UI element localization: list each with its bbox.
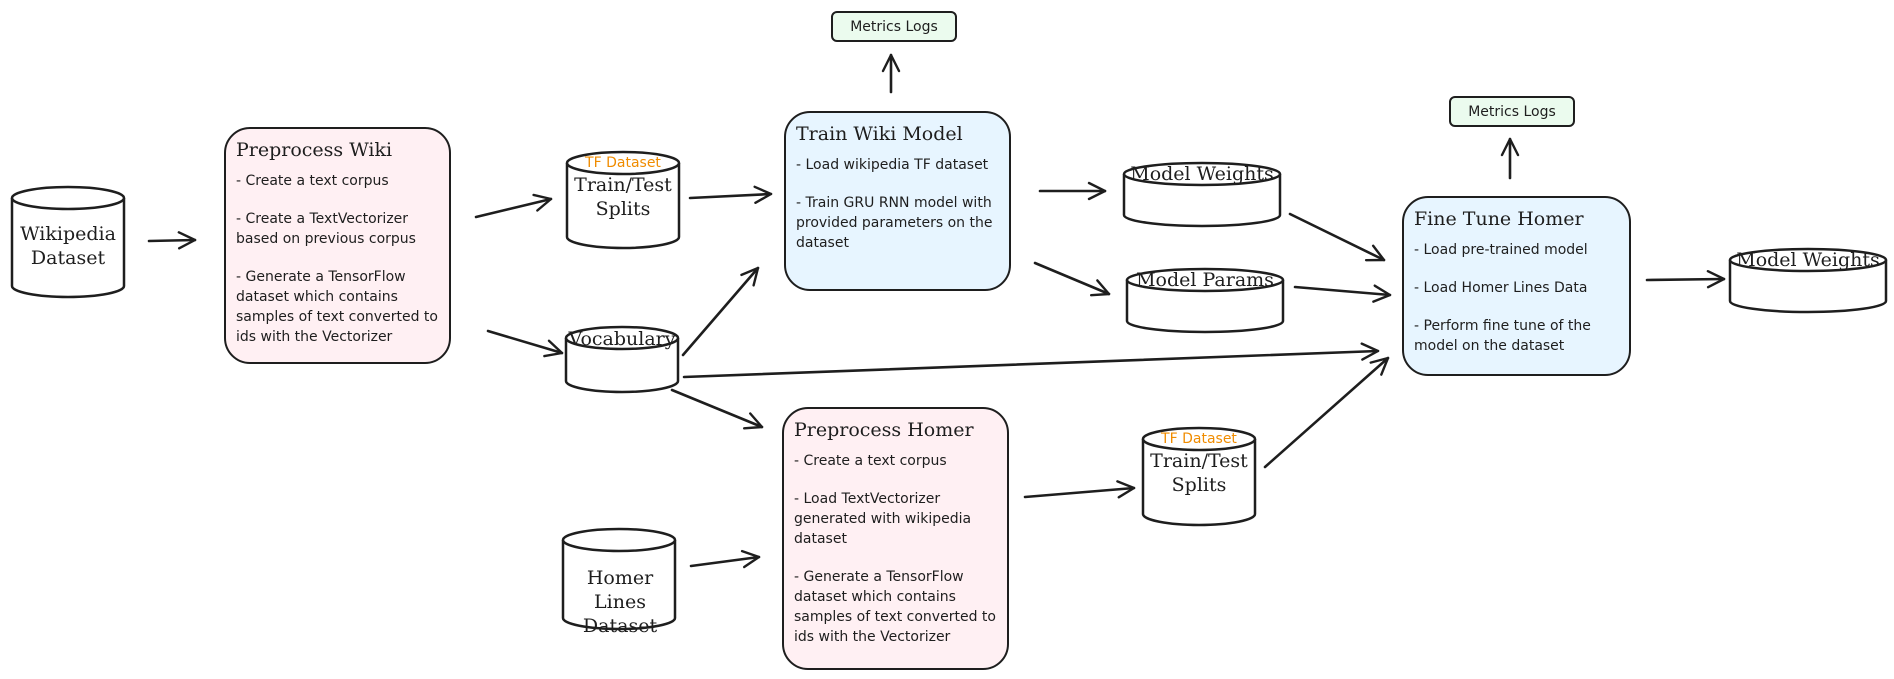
fine-tune-homer-step: - Load Homer Lines Data — [1414, 280, 1588, 296]
preprocess-homer-title: Preprocess Homer — [794, 419, 974, 441]
fine-tune-homer-step: - Perform fine tune of the model on the … — [1414, 318, 1591, 354]
model-weights-output-cylinder — [1728, 247, 1888, 314]
fine-tune-homer-box: Fine Tune Homer - Load pre-trained model… — [1402, 196, 1631, 376]
preprocess-wiki-box: Preprocess Wiki - Create a text corpus -… — [224, 127, 451, 364]
homer-splits-text: Train/Test Splits — [1150, 450, 1248, 496]
vocabulary-label: Vocabulary — [568, 328, 676, 350]
arrow-preprocess-to-wiki-splits — [474, 193, 553, 219]
homer-splits-label: TF Dataset Train/Test Splits — [1136, 429, 1262, 497]
arrow-homer-splits-to-fine-tune — [1263, 356, 1390, 469]
preprocess-homer-step: - Load TextVectorizer generated with wik… — [794, 491, 972, 547]
homer-lines-dataset-label: Homer Lines Dataset — [582, 567, 658, 637]
arrow-vocabulary-to-fine-tune — [682, 342, 1380, 379]
wiki-splits-tag: TF Dataset — [585, 155, 661, 171]
fine-tune-homer-title: Fine Tune Homer — [1414, 208, 1584, 230]
homer-splits-tag: TF Dataset — [1161, 431, 1237, 447]
arrow-vocabulary-to-preprocess-homer — [670, 388, 764, 430]
preprocess-wiki-title: Preprocess Wiki — [236, 139, 393, 161]
preprocess-wiki-step: - Create a text corpus — [236, 173, 389, 189]
model-params-label: Model Params — [1136, 269, 1274, 291]
preprocess-wiki-step: - Create a TextVectorizer based on previ… — [236, 211, 416, 247]
model-weights-cylinder — [1122, 161, 1282, 228]
arrow-homer-lines-to-preprocess-homer — [689, 549, 761, 569]
homer-lines-dataset-cylinder — [561, 527, 677, 631]
arrow-vocabulary-to-train — [681, 266, 760, 357]
arrow-preprocess-to-vocabulary — [486, 329, 564, 358]
vocabulary-cylinder — [564, 325, 680, 394]
preprocess-homer-step: - Create a text corpus — [794, 453, 947, 469]
metrics-logs-train: Metrics Logs — [831, 11, 957, 42]
model-weights-label: Model Weights — [1130, 163, 1274, 185]
wiki-splits-label: TF Dataset Train/Test Splits — [560, 153, 686, 221]
train-wiki-model-box: Train Wiki Model - Load wikipedia TF dat… — [784, 111, 1011, 291]
arrow-wikipedia-to-preprocess — [147, 231, 197, 250]
homer-splits-cylinder — [1141, 426, 1257, 527]
train-wiki-model-step: - Load wikipedia TF dataset — [796, 157, 989, 173]
arrow-model-params-to-fine-tune — [1293, 284, 1392, 303]
arrow-fine-tune-to-model-weights — [1645, 270, 1726, 289]
fine-tune-homer-step: - Load pre-trained model — [1414, 242, 1588, 258]
wiki-splits-cylinder — [565, 150, 681, 250]
arrow-preprocess-homer-to-splits — [1023, 480, 1136, 499]
metrics-logs-fine-tune: Metrics Logs — [1449, 96, 1575, 127]
arrow-wiki-splits-to-train — [688, 185, 773, 204]
arrow-model-weights-to-fine-tune — [1288, 212, 1386, 262]
wikipedia-dataset-label: Wikipedia Dataset — [20, 223, 116, 269]
train-wiki-model-title: Train Wiki Model — [796, 123, 963, 145]
preprocess-homer-step: - Generate a TensorFlow dataset which co… — [794, 569, 996, 645]
arrow-train-to-model-params — [1033, 261, 1111, 297]
wikipedia-dataset-cylinder — [10, 185, 126, 299]
preprocess-homer-box: Preprocess Homer - Create a text corpus … — [782, 407, 1009, 670]
train-wiki-model-step: - Train GRU RNN model with provided para… — [796, 195, 993, 251]
wiki-splits-text: Train/Test Splits — [574, 174, 672, 220]
model-weights-output-label: Model Weights — [1736, 249, 1880, 271]
model-params-cylinder — [1125, 267, 1285, 334]
preprocess-wiki-step: - Generate a TensorFlow dataset which co… — [236, 269, 438, 345]
